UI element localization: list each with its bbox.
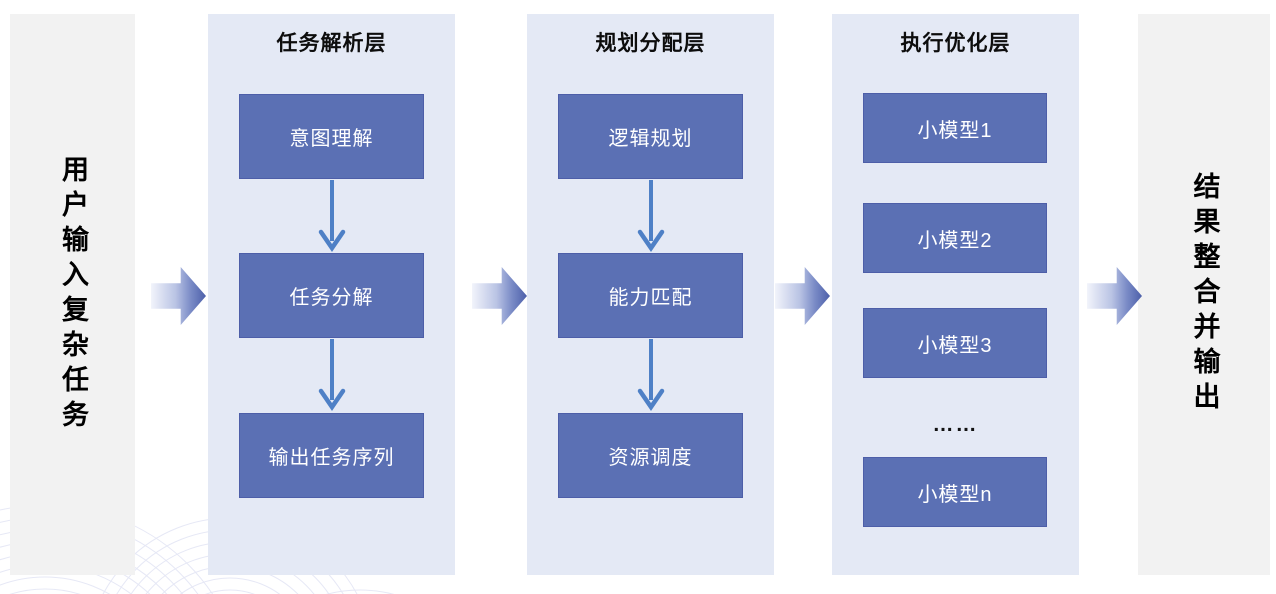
task-box: 逻辑规划 <box>558 94 743 179</box>
model-box: 小模型n <box>863 457 1047 527</box>
layer-title: 任务解析层 <box>276 32 387 55</box>
flow-arrow-icon <box>1087 267 1142 325</box>
task-box: 资源调度 <box>558 413 743 498</box>
down-arrow-icon <box>318 339 345 411</box>
model-box: 小模型2 <box>863 203 1047 273</box>
layer-panel-execution: 执行优化层 小模型1 小模型2 小模型3 …… 小模型n <box>832 14 1079 575</box>
model-box: 小模型3 <box>863 308 1047 378</box>
ellipsis: …… <box>932 413 979 436</box>
down-arrow-icon <box>637 180 664 252</box>
flow-arrow-icon <box>472 267 527 325</box>
layer-title: 执行优化层 <box>900 32 1011 55</box>
layer-panel-task-parsing: 任务解析层 意图理解 任务分解 输出任务序列 <box>208 14 455 575</box>
task-box: 任务分解 <box>239 253 424 338</box>
task-box: 输出任务序列 <box>239 413 424 498</box>
flow-arrow-icon <box>775 267 830 325</box>
output-label: 结果整合并输出 <box>1189 172 1220 417</box>
layer-panel-planning: 规划分配层 逻辑规划 能力匹配 资源调度 <box>527 14 774 575</box>
task-box: 意图理解 <box>239 94 424 179</box>
model-box: 小模型1 <box>863 93 1047 163</box>
layer-title: 规划分配层 <box>595 32 706 55</box>
input-label: 用户输入复杂任务 <box>58 154 88 435</box>
down-arrow-icon <box>637 339 664 411</box>
flow-arrow-icon <box>151 267 206 325</box>
output-panel: 结果整合并输出 <box>1138 14 1270 575</box>
input-panel: 用户输入复杂任务 <box>10 14 135 575</box>
task-box: 能力匹配 <box>558 253 743 338</box>
down-arrow-icon <box>318 180 345 252</box>
